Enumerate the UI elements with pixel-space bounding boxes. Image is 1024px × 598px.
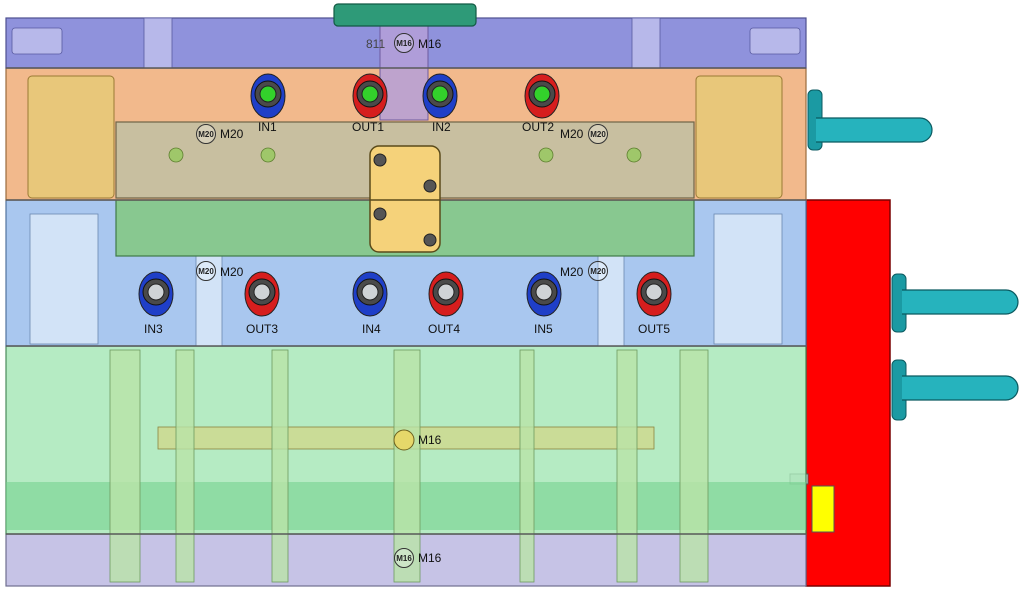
thread-callout-m16-center: M16 xyxy=(418,433,442,447)
thread-callout-m20-right-lower: M20 xyxy=(560,265,584,279)
water-pipe-top xyxy=(807,89,933,151)
thread-badge-m20-left-lower: M20 xyxy=(196,261,216,281)
cavity-insert-holes xyxy=(168,147,642,163)
label-in5: IN5 xyxy=(534,322,553,336)
label-in4: IN4 xyxy=(362,322,381,336)
core-pillars xyxy=(29,213,783,347)
water-pipe-middle xyxy=(891,273,1019,333)
fitting-in4 xyxy=(352,271,388,317)
fitting-out5 xyxy=(636,271,672,317)
thread-badge-m20-right-lower: M20 xyxy=(588,261,608,281)
guide-bushing-left xyxy=(27,75,115,199)
thread-badge-m16-bottom: M16 xyxy=(394,548,414,568)
center-bolt-m16 xyxy=(393,429,415,451)
guide-bushing-right xyxy=(695,75,783,199)
label-out2: OUT2 xyxy=(522,120,555,134)
side-connector xyxy=(811,485,835,533)
thread-callout-m16-bottom: M16 xyxy=(418,551,442,565)
fitting-in2 xyxy=(422,73,458,119)
label-in2: IN2 xyxy=(432,120,451,134)
fitting-in1 xyxy=(250,73,286,119)
partial-label-top: 811 xyxy=(366,37,386,51)
fitting-out1 xyxy=(352,73,388,119)
fitting-in5 xyxy=(526,271,562,317)
top-clamp-bolts xyxy=(11,17,801,69)
label-out5: OUT5 xyxy=(638,322,671,336)
interlock-block xyxy=(369,145,441,253)
fitting-out2 xyxy=(524,73,560,119)
label-out1: OUT1 xyxy=(352,120,385,134)
fitting-out4 xyxy=(428,271,464,317)
thread-badge-m20-right-upper: M20 xyxy=(588,124,608,144)
water-pipe-lower xyxy=(891,359,1019,421)
label-out4: OUT4 xyxy=(428,322,461,336)
fitting-out3 xyxy=(244,271,280,317)
label-in1: IN1 xyxy=(258,120,277,134)
label-in3: IN3 xyxy=(144,322,163,336)
thread-callout-m20-left-lower: M20 xyxy=(220,265,244,279)
fitting-in3 xyxy=(138,271,174,317)
label-out3: OUT3 xyxy=(246,322,279,336)
plate-split-lines xyxy=(6,67,806,535)
thread-badge-m20-left-upper: M20 xyxy=(196,124,216,144)
thread-callout-m16-top: M16 xyxy=(418,37,442,51)
thread-callout-m20-right-upper: M20 xyxy=(560,127,584,141)
thread-callout-m20-left-upper: M20 xyxy=(220,127,244,141)
thread-badge-m16-top: M16 xyxy=(394,33,414,53)
locating-ring xyxy=(333,3,477,27)
ejector-pins xyxy=(109,349,709,583)
